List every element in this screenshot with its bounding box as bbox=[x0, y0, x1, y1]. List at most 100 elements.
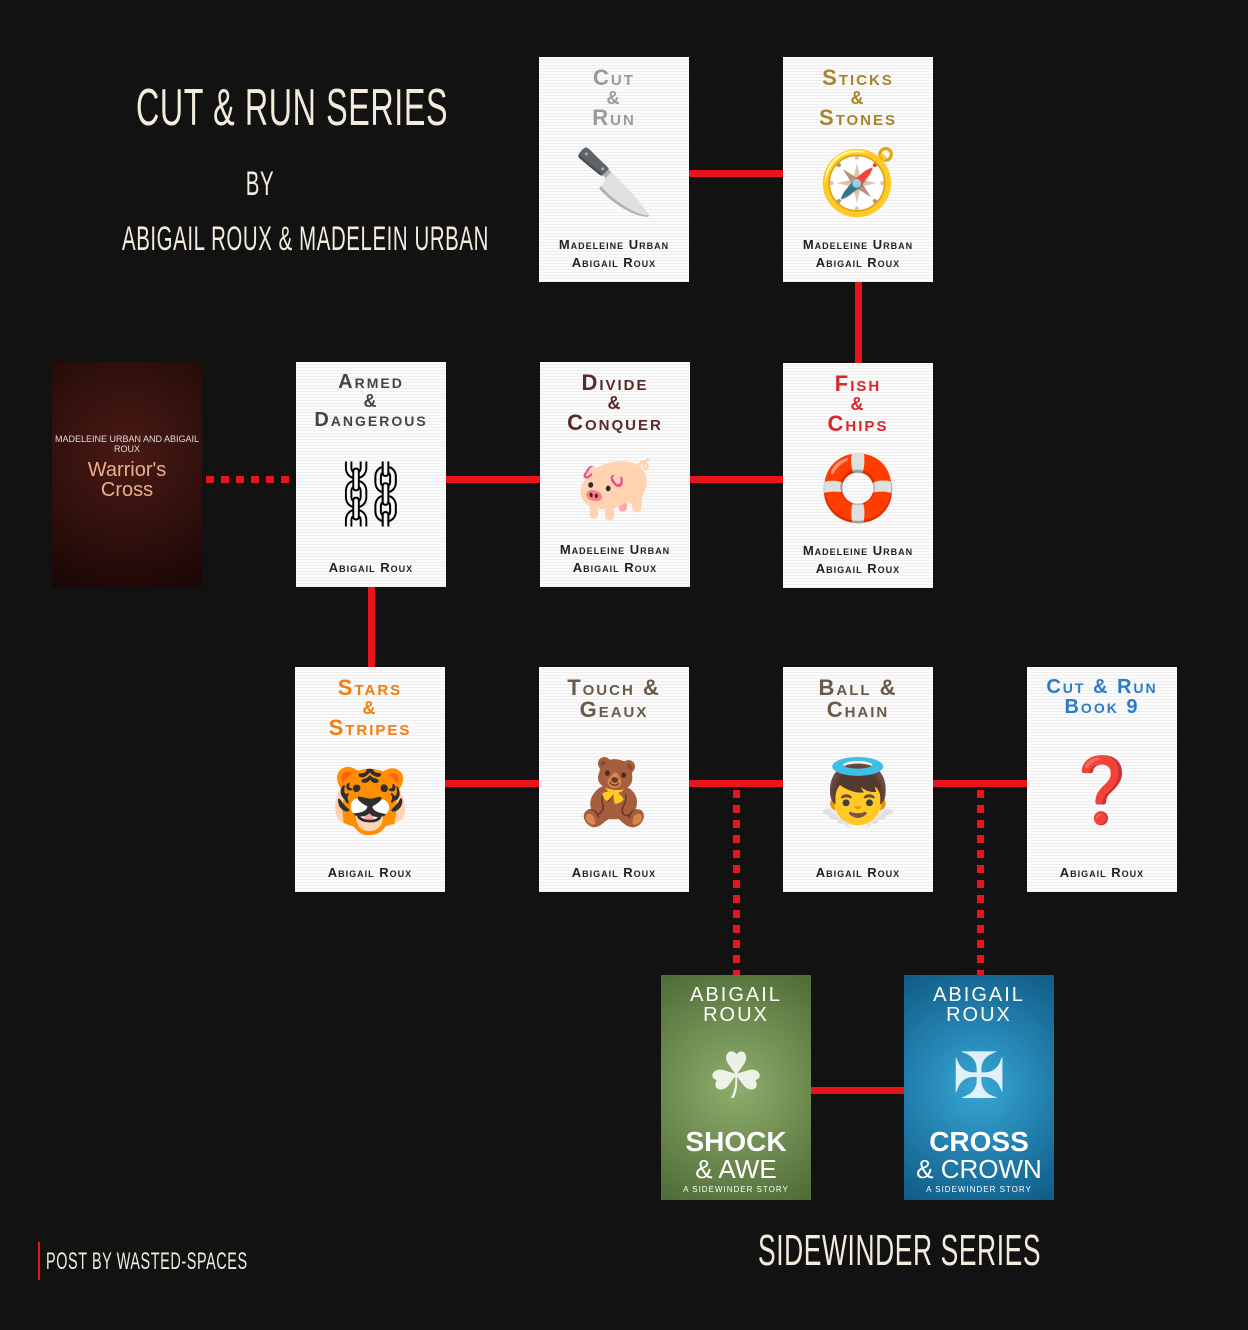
dotted-connector bbox=[733, 790, 740, 975]
book-subtitle-line: & Awe bbox=[695, 1154, 777, 1184]
series-title: Cut & Run Series bbox=[136, 79, 449, 137]
book-author: Madeleine Urban and Abigail Roux bbox=[54, 434, 200, 454]
book-title: Cut&Run bbox=[592, 67, 636, 129]
handcuffs-icon: ⛓ bbox=[330, 458, 412, 530]
connector bbox=[446, 476, 540, 483]
connector bbox=[368, 587, 375, 667]
book-authors: Abigail Roux bbox=[1060, 864, 1144, 882]
book-title-line: Cross bbox=[100, 479, 154, 501]
book-title: Sticks&Stones bbox=[819, 67, 897, 129]
post-credit: Post by Wasted-Spaces bbox=[38, 1242, 386, 1280]
book-cover-armed-and-dangerous[interactable]: Armed&Dangerous ⛓ Abigail Roux bbox=[296, 362, 446, 587]
book-title-line: Abigail bbox=[690, 984, 782, 1006]
book-title-line: Ball & bbox=[818, 675, 898, 700]
book-title-line: Stars bbox=[337, 675, 403, 700]
book-title-line: Stripes bbox=[328, 715, 412, 740]
connector bbox=[689, 780, 783, 787]
book-subtitle-line: A Sidewinder Story bbox=[926, 1185, 1032, 1194]
book-cover-touch-and-geaux[interactable]: Touch &Geaux 🧸 Abigail Roux bbox=[539, 667, 689, 892]
book-title-line: Roux bbox=[946, 1004, 1012, 1026]
book-author: Abigail Roux bbox=[815, 255, 901, 270]
book-title-line: Cut & Run bbox=[1046, 676, 1158, 698]
book-title-line: & bbox=[606, 88, 622, 108]
book-author: Abigail Roux bbox=[571, 865, 657, 880]
book-title-line: Run bbox=[592, 105, 636, 130]
book-title-line: Chips bbox=[827, 411, 889, 436]
book-title: Armed&Dangerous bbox=[314, 372, 427, 430]
book-title-line: Dangerous bbox=[314, 409, 428, 431]
book-author: Abigail Roux bbox=[815, 561, 901, 576]
book-title-line: Cut bbox=[593, 65, 635, 90]
connector bbox=[689, 170, 783, 177]
book-authors: Abigail Roux bbox=[572, 864, 656, 882]
connector bbox=[689, 476, 783, 483]
dotted-connector bbox=[977, 790, 984, 975]
clover-icon: ☘ bbox=[707, 1040, 765, 1112]
connector bbox=[855, 282, 862, 363]
book-title: Stars&Stripes bbox=[329, 677, 412, 739]
book-title: Divide&Conquer bbox=[567, 372, 663, 434]
book-title-line: Geaux bbox=[579, 697, 649, 722]
knife-icon: 🔪 bbox=[574, 146, 654, 218]
voodoo-doll-icon: 🧸 bbox=[574, 756, 654, 828]
cherub-icon: 👼 bbox=[818, 756, 898, 828]
book-title: Touch &Geaux bbox=[567, 677, 661, 721]
life-ring-icon: 🛟 bbox=[818, 452, 898, 524]
book-title-line: & bbox=[362, 698, 378, 718]
question-mark-icon: ❓ bbox=[1062, 754, 1142, 826]
book-title: Ball &Chain bbox=[818, 677, 897, 721]
book-subtitle-line: Shock bbox=[685, 1126, 787, 1157]
connector bbox=[445, 780, 539, 787]
book-author: Madeleine Urban bbox=[802, 237, 914, 252]
book-author: Madeleine Urban bbox=[559, 542, 671, 557]
book-title-line: Sticks bbox=[822, 65, 894, 90]
book-title-line: Divide bbox=[581, 370, 649, 395]
book-title-line: Warrior's bbox=[87, 459, 167, 481]
book-cover-stars-and-stripes[interactable]: Stars&Stripes 🐯 Abigail Roux bbox=[295, 667, 445, 892]
by-label: By bbox=[245, 165, 275, 203]
book-title: Fish&Chips bbox=[828, 373, 889, 435]
connector bbox=[933, 780, 1027, 787]
book-author: Abigail Roux bbox=[571, 255, 657, 270]
book-subtitle-line: & Crown bbox=[916, 1154, 1042, 1184]
balloon-tiger-icon: 🐯 bbox=[330, 765, 410, 837]
book-author: Madeleine Urban bbox=[802, 543, 914, 558]
book-cover-ball-and-chain[interactable]: Ball &Chain 👼 Abigail Roux bbox=[783, 667, 933, 892]
book-author: Madeleine Urban bbox=[558, 237, 670, 252]
book-title-line: & bbox=[850, 394, 866, 414]
book-subtitle-line: A Sidewinder Story bbox=[683, 1185, 789, 1194]
book-authors: Abigail Roux bbox=[816, 864, 900, 882]
book-author: Abigail Roux bbox=[572, 560, 658, 575]
piggy-bank-icon: 🐖 bbox=[575, 451, 655, 523]
book-subtitle-line: Cross bbox=[929, 1126, 1029, 1157]
book-title-line: & bbox=[850, 88, 866, 108]
book-author: Abigail Roux bbox=[328, 560, 414, 575]
book-title-line: & bbox=[363, 391, 379, 411]
book-author: Abigail Roux bbox=[815, 865, 901, 880]
sidewinder-series-label: Sidewinder Series bbox=[758, 1226, 1042, 1275]
celtic-cross-icon: ✠ bbox=[952, 1040, 1006, 1112]
book-title-line: Roux bbox=[703, 1004, 769, 1026]
dotted-connector bbox=[206, 476, 296, 483]
book-title-line: Abigail bbox=[933, 984, 1025, 1006]
book-title-line: Conquer bbox=[567, 410, 663, 435]
book-title-line: Touch & bbox=[567, 675, 661, 700]
book-title-line: Armed bbox=[338, 371, 404, 393]
book-cover-warriors-cross[interactable]: Madeleine Urban and Abigail RouxWarrior'… bbox=[52, 362, 202, 587]
book-title-line: Fish bbox=[834, 371, 882, 396]
book-authors: Abigail Roux bbox=[328, 864, 412, 882]
